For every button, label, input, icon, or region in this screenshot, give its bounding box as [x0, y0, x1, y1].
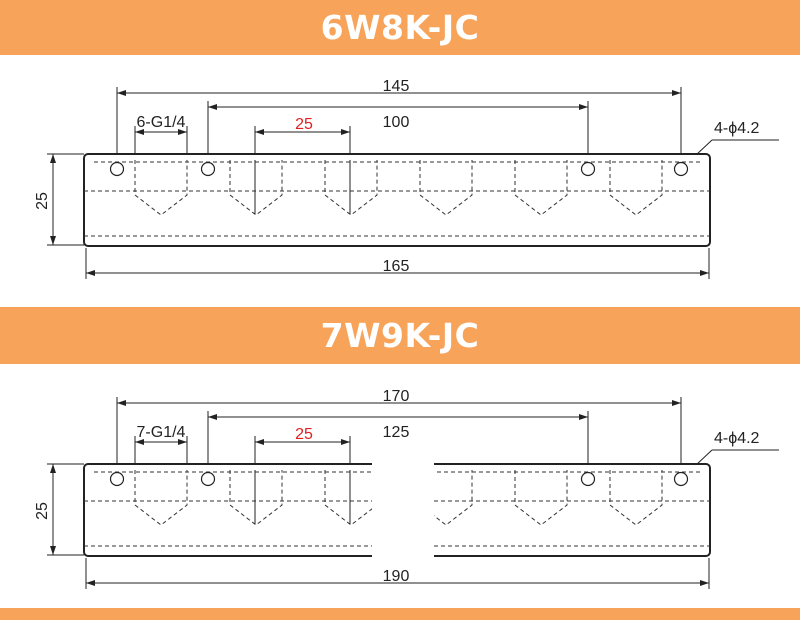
hole-label: 4-ϕ4.2	[714, 120, 760, 137]
dim-length: 190	[383, 568, 410, 585]
dim-height: 25	[34, 192, 51, 210]
dim-height: 25	[34, 502, 51, 520]
dim-length: 165	[383, 258, 410, 275]
dim-pitch: 25	[295, 426, 313, 443]
dim-inner-holes: 100	[383, 114, 410, 131]
partial-banner	[0, 608, 800, 620]
model-title: 7W9K-JC	[320, 316, 480, 355]
hole-label: 4-ϕ4.2	[714, 430, 760, 447]
model-banner-7w9k: 7W9K-JC	[0, 307, 800, 364]
port-label: 7-G1/4	[137, 424, 186, 441]
dim-overall-holes: 145	[383, 78, 410, 95]
dim-inner-holes: 125	[383, 424, 410, 441]
port-label: 6-G1/4	[137, 114, 186, 131]
dimension-lines	[47, 397, 779, 589]
dimension-lines	[47, 87, 779, 279]
arrowheads	[50, 400, 709, 586]
dim-pitch: 25	[295, 116, 313, 133]
manifold-body	[83, 460, 711, 560]
model-banner-6w8k: 6W8K-JC	[0, 0, 800, 55]
technical-drawing-7w9k: 170 125 25 7-G1/4 4-ϕ4.2 25 190	[34, 388, 779, 589]
manifold-body	[83, 153, 711, 247]
dim-overall-holes: 170	[383, 388, 410, 405]
model-title: 6W8K-JC	[320, 8, 480, 47]
technical-drawing-6w8k: 145 100 25 6-G1/4 4-ϕ4.2 25 165	[34, 78, 779, 279]
